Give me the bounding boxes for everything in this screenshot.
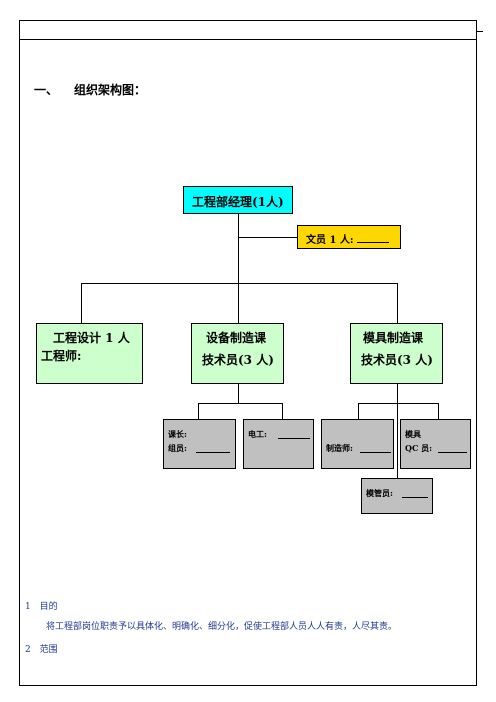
mold-dept-line2: 技术员(3 人) (361, 353, 433, 367)
mold-keeper-blank (402, 487, 428, 498)
maker-label: 制造师: (326, 443, 353, 453)
member-label: 组员: (168, 443, 187, 453)
corner-tick (477, 31, 483, 32)
qc-line2: QC 员: (405, 443, 433, 453)
design-dept-box: 工程设计 1 人 工程师: (36, 323, 143, 384)
manager-box: 工程部经理(1人) (183, 186, 293, 214)
equipment-dept-box: 设备制造课 技术员(3 人) (191, 323, 284, 384)
item2-title: 范围 (39, 645, 58, 655)
connector-line (238, 283, 239, 323)
connector-line (81, 283, 82, 323)
design-dept-line2: 工程师: (41, 349, 82, 363)
connector-line (438, 403, 439, 419)
item1-heading: 1 目的 (25, 599, 58, 612)
clerk-blank (357, 242, 390, 243)
connector-line (358, 403, 359, 419)
qc-line1: 模具 (405, 429, 421, 439)
connector-line (397, 283, 398, 323)
connector-line (358, 403, 439, 404)
item1-number: 1 (25, 602, 31, 612)
connector-line (238, 237, 297, 238)
section-number: 一、 (34, 83, 59, 97)
qc-blank (438, 442, 467, 453)
connector-line (81, 283, 398, 284)
equipment-dept-line1: 设备制造课 (206, 331, 267, 345)
mold-dept-box: 模具制造课 技术员(3 人) (350, 323, 443, 384)
equipment-dept-line2: 技术员(3 人) (202, 353, 274, 367)
member-blank (196, 442, 230, 453)
item1-text: 将工程部岗位职责予以具体化、明确化、细分化，促使工程部人员人人有责，人尽其责。 (46, 622, 398, 632)
page-frame (19, 20, 477, 686)
item2-number: 2 (25, 645, 31, 655)
header-rule (19, 39, 477, 40)
connector-line (198, 403, 199, 419)
connector-line (238, 213, 239, 283)
manager-label: 工程部经理(1人) (192, 195, 284, 209)
equipment-sub-electrician-box: 电工: (243, 419, 314, 469)
mold-keeper-box: 模管员: (361, 478, 433, 514)
mold-keeper-label: 模管员: (366, 488, 393, 498)
connector-line (397, 384, 398, 478)
mold-sub-maker-box: 制造师: (321, 419, 394, 469)
leader-label: 课长: (168, 429, 187, 439)
section-heading: 一、 组织架构图： (34, 81, 146, 98)
item1-title: 目的 (39, 602, 58, 612)
connector-line (238, 384, 239, 403)
clerk-box: 文员 1 人: (297, 225, 401, 249)
mold-sub-qc-box: 模具 QC 员: (400, 419, 471, 469)
electrician-blank (278, 428, 310, 439)
section-title: 组织架构图： (74, 83, 147, 97)
clerk-text: 文员 1 人: (306, 235, 354, 246)
connector-line (282, 403, 283, 419)
item2-heading: 2 范围 (25, 642, 58, 655)
connector-line (198, 403, 283, 404)
electrician-label: 电工: (248, 429, 267, 439)
equipment-sub-leader-box: 课长: 组员: (163, 419, 236, 469)
design-dept-line1: 工程设计 1 人 (53, 331, 130, 345)
mold-dept-line1: 模具制造课 (363, 331, 424, 345)
clerk-label: 文员 1 人: (306, 231, 390, 246)
maker-blank (360, 442, 391, 453)
